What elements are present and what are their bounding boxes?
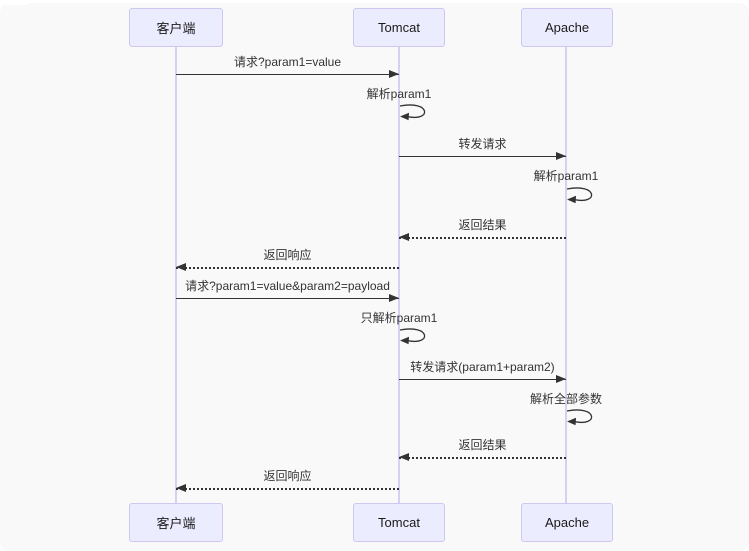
self-loop-3-arrow-icon (565, 186, 601, 206)
message-5-line (176, 267, 399, 269)
message-6-label: 请求?param1=value&param2=payload (185, 279, 390, 293)
actor-box-apache-bottom: Apache (521, 503, 613, 542)
message-0-label: 请求?param1=value (233, 55, 342, 69)
actor-box-tomcat-top: Tomcat (353, 8, 445, 47)
message-2-line (399, 156, 566, 157)
message-0-arrowhead-right-icon (389, 70, 399, 78)
page-top-edge-decoration (2, 0, 30, 5)
actor-box-apache-top: Apache (521, 8, 613, 47)
message-5-label: 返回响应 (263, 248, 312, 262)
message-6-line (176, 298, 399, 299)
message-6-arrowhead-right-icon (389, 294, 399, 302)
message-1-label: 解析param1 (366, 87, 432, 101)
message-10-line (399, 457, 566, 459)
message-2-label: 转发请求 (458, 137, 507, 151)
actor-box-client-top: 客户端 (129, 8, 223, 47)
message-8-line (399, 379, 566, 380)
lifeline-tomcat (398, 47, 400, 503)
self-loop-7-arrow-icon (398, 327, 434, 347)
message-10-label: 返回结果 (458, 438, 507, 452)
message-8-arrowhead-right-icon (556, 375, 566, 383)
message-5-arrowhead-left-icon (176, 263, 186, 271)
message-10-arrowhead-left-icon (399, 453, 409, 461)
actor-box-tomcat-bottom: Tomcat (353, 503, 445, 542)
message-11-label: 返回响应 (263, 469, 312, 483)
lifeline-apache (565, 47, 567, 503)
actor-box-client-bottom: 客户端 (129, 503, 223, 542)
message-2-arrowhead-right-icon (556, 152, 566, 160)
lifeline-client (175, 47, 177, 503)
diagram-canvas-background (0, 3, 749, 551)
self-loop-1-arrow-icon (398, 103, 434, 123)
message-9-label: 解析全部参数 (529, 392, 603, 406)
message-4-line (399, 237, 566, 239)
self-loop-9-arrow-icon (565, 408, 601, 428)
message-0-line (176, 74, 399, 75)
message-11-line (176, 488, 399, 490)
message-7-label: 只解析param1 (360, 311, 438, 325)
message-4-label: 返回结果 (458, 218, 507, 232)
message-4-arrowhead-left-icon (399, 233, 409, 241)
message-3-label: 解析param1 (533, 169, 599, 183)
message-11-arrowhead-left-icon (176, 484, 186, 492)
message-8-label: 转发请求(param1+param2) (410, 360, 555, 374)
